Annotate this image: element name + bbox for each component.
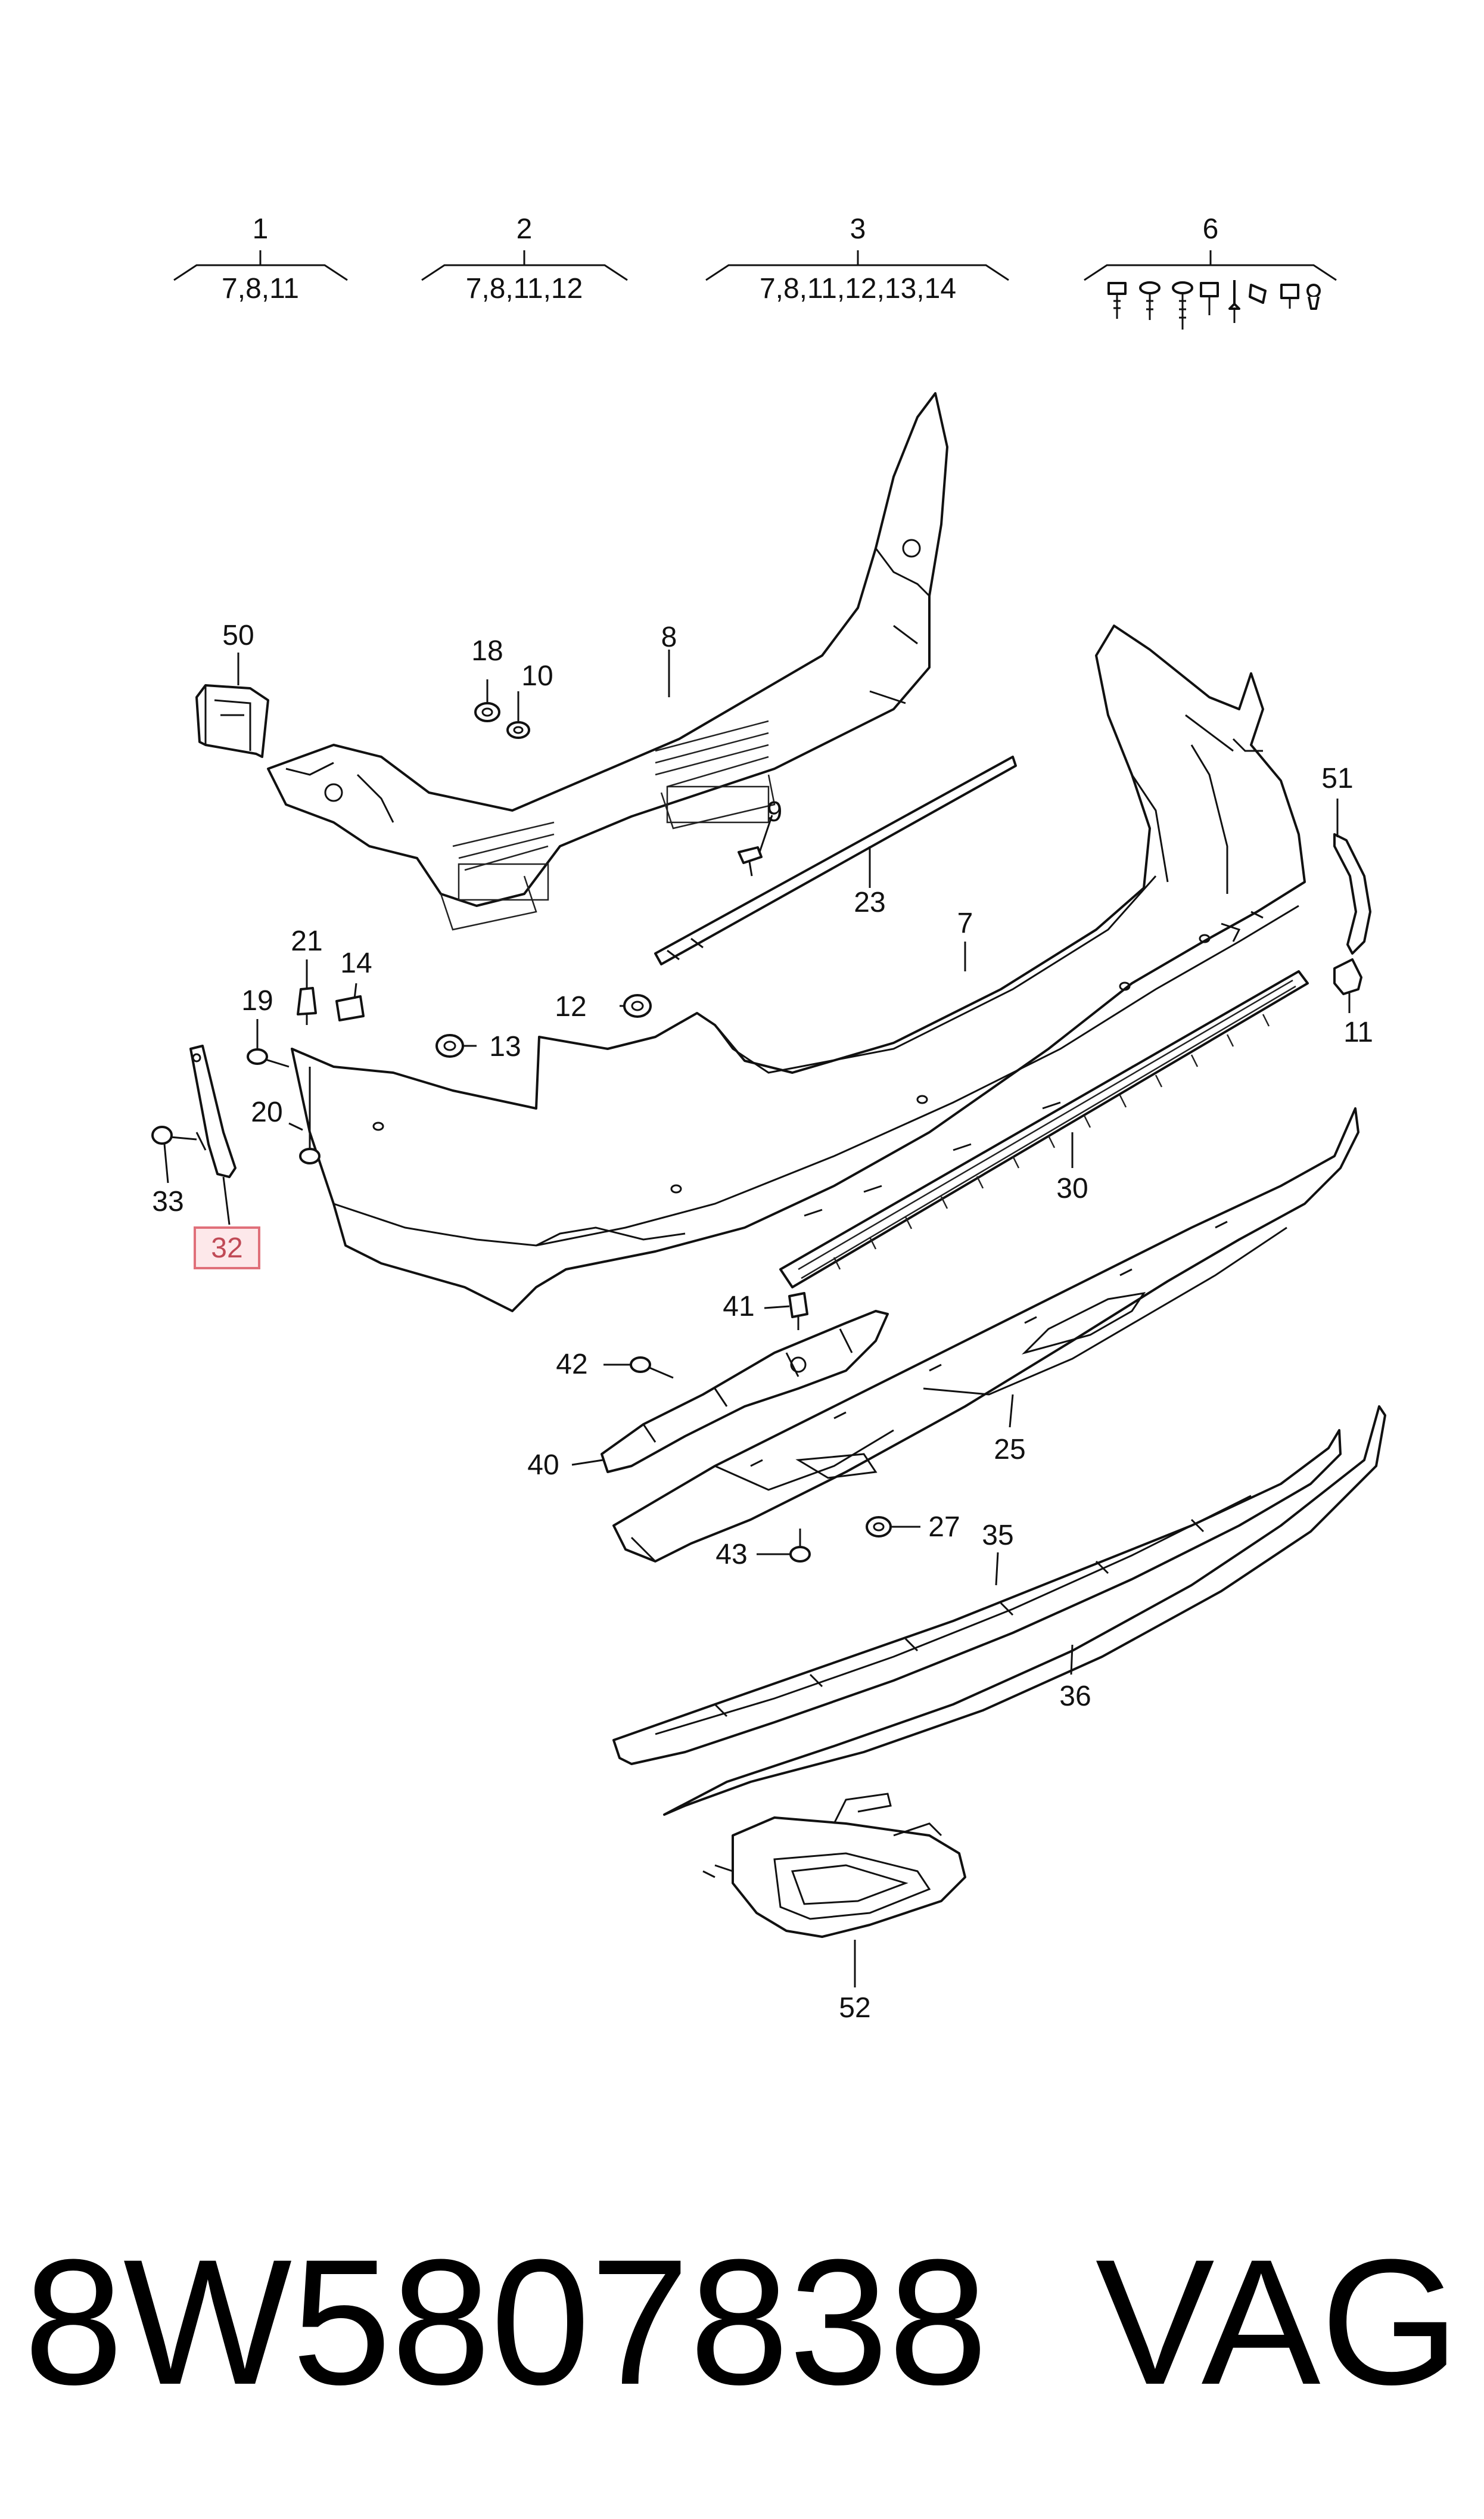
clip-part-10 (506, 721, 530, 739)
callout-20: 20 (251, 1097, 282, 1128)
callout-25: 25 (994, 1434, 1025, 1465)
screw-part-33 (151, 1126, 207, 1151)
clip-part-41 (788, 1292, 808, 1330)
callout-33: 33 (152, 1186, 183, 1217)
callout-32-highlight: 32 (194, 1226, 260, 1269)
callout-11: 11 (1343, 1017, 1373, 1048)
trim-part-36 (663, 1405, 1386, 1816)
footer-part-number: 8W5807838 (24, 2222, 988, 2422)
callout-42: 42 (556, 1349, 587, 1380)
group-1-number: 1 (253, 213, 269, 245)
exhaust-tip-part-52 (702, 1793, 966, 1938)
callout-8: 8 (661, 622, 677, 653)
group-2-number: 2 (517, 213, 533, 245)
nut-part-18 (474, 702, 500, 722)
callout-36: 36 (1059, 1681, 1091, 1712)
callout-43: 43 (715, 1539, 747, 1570)
callout-19: 19 (241, 985, 273, 1017)
bracket-part-50 (195, 684, 269, 758)
side-reflector-part-51 (1333, 833, 1371, 955)
callout-40: 40 (527, 1449, 559, 1481)
screw-part-43 (789, 1529, 811, 1563)
nut-part-27 (866, 1516, 892, 1538)
callout-50: 50 (222, 620, 254, 651)
callout-52: 52 (839, 1992, 870, 2024)
grille-strip-part-30 (779, 970, 1309, 1288)
fastener-set-icon (1107, 280, 1321, 330)
nut-part-13 (435, 1034, 464, 1058)
bracket-part-40 (601, 1310, 889, 1473)
group-3-number: 3 (850, 213, 866, 245)
clip-part-9 (738, 846, 763, 877)
group-header-2: 2 7,8,11,12 (421, 213, 628, 305)
callout-32: 32 (211, 1232, 242, 1264)
screw-part-42 (630, 1356, 674, 1379)
clip-part-14 (335, 995, 365, 1021)
trim-strip-part-23 (654, 756, 1017, 965)
trim-part-35 (612, 1429, 1342, 1765)
callout-30: 30 (1056, 1173, 1088, 1204)
bumper-cover-part-7 (291, 625, 1306, 1312)
callout-13: 13 (489, 1031, 521, 1063)
bracket-part-32 (189, 1045, 237, 1178)
leader-lines (163, 650, 1351, 1987)
callout-41: 41 (723, 1291, 754, 1322)
diffuser-part-25 (612, 1107, 1359, 1563)
cap-part-11 (1333, 958, 1362, 995)
group-header-3: 3 7,8,11,12,13,14 (705, 213, 1009, 305)
highlight-box (194, 1226, 260, 1269)
callout-7: 7 (957, 908, 973, 939)
callout-12: 12 (555, 991, 586, 1023)
clip-part-21 (297, 987, 317, 1025)
footer: 8W5807838 VAG (24, 2222, 1460, 2422)
callout-9: 9 (767, 796, 783, 828)
callout-14: 14 (340, 948, 372, 979)
callout-10: 10 (521, 660, 553, 692)
group-header-1: 1 7,8,11 (173, 213, 348, 305)
callout-35: 35 (982, 1520, 1013, 1551)
group-header-6: 6 (1084, 213, 1337, 330)
mounting-bracket-part-8 (267, 392, 948, 931)
group-6-number: 6 (1203, 213, 1219, 245)
callout-18: 18 (471, 635, 503, 667)
callout-23: 23 (854, 887, 885, 918)
callout-27: 27 (928, 1511, 960, 1543)
callout-labels: 50 18 10 8 9 23 7 51 11 12 13 14 21 19 2… (152, 620, 1373, 2024)
group-1-parts: 7,8,11 (222, 273, 299, 305)
screw-part-19 (247, 1048, 290, 1068)
group-2-parts: 7,8,11,12 (466, 273, 583, 305)
screw-part-20 (299, 1132, 321, 1164)
callout-51: 51 (1321, 763, 1353, 794)
footer-brand: VAG (1096, 2222, 1460, 2422)
nut-part-12 (623, 994, 652, 1018)
callout-21: 21 (291, 925, 322, 957)
group-3-parts: 7,8,11,12,13,14 (760, 273, 956, 305)
